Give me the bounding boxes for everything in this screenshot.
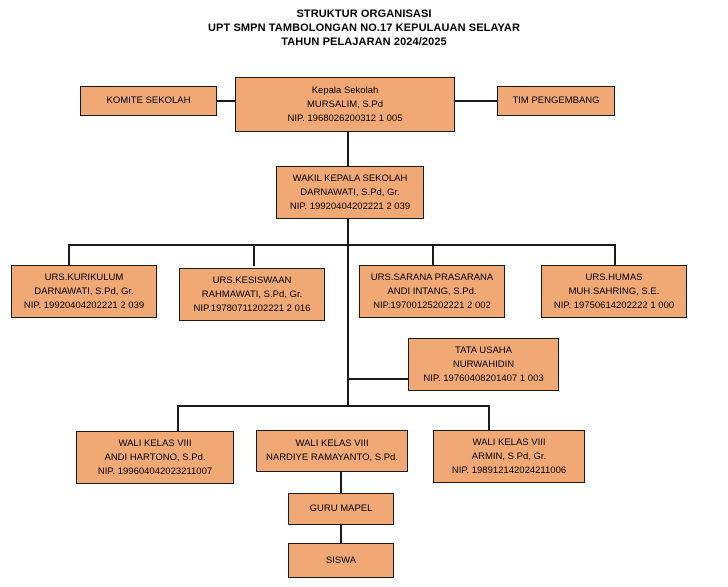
node-wali-kelas-2-line-1: WALI KELAS VIII <box>295 438 369 449</box>
node-tim-pengembang-line-1: TIM PENGEMBANG <box>512 95 600 106</box>
connector-drop-wali-1 <box>177 405 179 431</box>
node-wali-kelas-1-line-2: ANDI HARTONO, S.Pd. <box>104 451 206 463</box>
connector-drop-urs-kurikulum <box>68 244 70 266</box>
node-urs-kesiswaan[interactable]: URS.KESISWAAN RAHMAWATI, S.Pd, Gr. NIP.1… <box>179 268 325 321</box>
node-kepala-sekolah[interactable]: Kepala Sekolah MURSALIM, S.Pd NIP. 19680… <box>235 77 455 132</box>
connector-kepala-to-wakil <box>347 131 349 166</box>
node-urs-humas-line-2: MUH.SAHRING, S.E. <box>568 285 660 297</box>
node-wali-kelas-1-line-3: NIP. 199604042023211007 <box>97 465 213 477</box>
node-wakil-kepala-sekolah[interactable]: WAKIL KEPALA SEKOLAH DARNAWATI, S.Pd, Gr… <box>276 166 424 219</box>
connector-wali-to-guru-mapel <box>340 472 342 493</box>
chart-title: STRUKTUR ORGANISASI UPT SMPN TAMBOLONGAN… <box>0 7 728 49</box>
node-urs-kurikulum-line-2: DARNAWATI, S.Pd, Gr. <box>34 285 134 297</box>
node-urs-sarana-prasarana-line-3: NIP.19700125202221 2 002 <box>373 299 491 311</box>
connector-trunk-to-tata-usaha <box>347 378 408 380</box>
node-wali-kelas-1[interactable]: WALI KELAS VIII ANDI HARTONO, S.Pd. NIP.… <box>76 431 234 484</box>
connector-urs-bus <box>68 244 615 246</box>
connector-kepala-to-tim <box>454 100 498 102</box>
node-wali-kelas-2-line-2: NARDIYE RAMAYANTO, S.Pd. <box>266 452 398 463</box>
node-urs-kesiswaan-line-3: NIP.19780711202221 2 016 <box>193 302 311 314</box>
title-line-1: STRUKTUR ORGANISASI <box>296 8 432 20</box>
node-kepala-sekolah-line-1: Kepala Sekolah <box>311 84 379 96</box>
connector-drop-urs-humas <box>614 244 616 266</box>
connector-main-trunk <box>347 219 349 405</box>
node-urs-kesiswaan-line-2: RAHMAWATI, S.Pd, Gr. <box>201 288 303 300</box>
node-wali-kelas-2[interactable]: WALI KELAS VIII NARDIYE RAMAYANTO, S.Pd. <box>256 430 408 472</box>
node-wakil-kepala-sekolah-line-2: DARNAWATI, S.Pd, Gr. <box>300 186 400 198</box>
node-urs-kesiswaan-line-1: URS.KESISWAAN <box>212 274 292 286</box>
node-komite-sekolah[interactable]: KOMITE SEKOLAH <box>80 86 217 116</box>
node-kepala-sekolah-line-3: NIP. 1968026200312 1 005 <box>287 112 403 124</box>
node-urs-sarana-prasarana-line-1: URS.SARANA PRASARANA <box>370 271 494 283</box>
node-urs-kurikulum-line-3: NIP. 19920404202221 2 039 <box>23 299 145 311</box>
node-siswa-line-1: SISWA <box>325 554 357 566</box>
node-tata-usaha-line-3: NIP. 19760408201407 1 003 <box>423 372 544 384</box>
node-wali-kelas-3-line-1: WALI KELAS VIII <box>472 436 546 448</box>
node-urs-kurikulum-line-1: URS.KURIKULUM <box>44 271 124 283</box>
connector-guru-mapel-to-siswa <box>340 525 342 543</box>
node-urs-kurikulum[interactable]: URS.KURIKULUM DARNAWATI, S.Pd, Gr. NIP. … <box>11 265 157 318</box>
node-tata-usaha-line-2: NURWAHIDIN <box>452 358 515 370</box>
node-urs-humas[interactable]: URS.HUMAS MUH.SAHRING, S.E. NIP. 1975061… <box>541 265 687 318</box>
title-line-3: TAHUN PELAJARAN 2024/2025 <box>281 36 447 48</box>
node-guru-mapel[interactable]: GURU MAPEL <box>288 493 394 525</box>
node-guru-mapel-line-1: GURU MAPEL <box>309 503 373 514</box>
connector-drop-urs-sarana <box>432 244 434 266</box>
node-wali-kelas-1-line-1: WALI KELAS VIII <box>118 437 192 449</box>
node-wali-kelas-3-line-3: NIP. 198912142024211006 <box>451 464 567 476</box>
title-line-2: UPT SMPN TAMBOLONGAN NO.17 KEPULAUAN SEL… <box>207 22 521 34</box>
node-tata-usaha-line-1: TATA USAHA <box>454 344 512 356</box>
connector-wali-bus <box>177 405 489 407</box>
node-urs-humas-line-1: URS.HUMAS <box>585 271 643 283</box>
node-urs-sarana-prasarana[interactable]: URS.SARANA PRASARANA ANDI INTANG, S.Pd. … <box>359 265 505 318</box>
node-urs-sarana-prasarana-line-2: ANDI INTANG, S.Pd. <box>387 285 477 297</box>
node-siswa[interactable]: SISWA <box>288 543 394 578</box>
node-wali-kelas-3-line-2: ARMIN, S.Pd, Gr. <box>471 450 547 462</box>
node-wakil-kepala-sekolah-line-3: NIP. 19920404202221 2 039 <box>289 200 411 212</box>
node-wakil-kepala-sekolah-line-1: WAKIL KEPALA SEKOLAH <box>292 172 408 184</box>
node-kepala-sekolah-line-2: MURSALIM, S.Pd <box>306 98 384 110</box>
connector-drop-urs-kesiswaan <box>253 244 255 266</box>
node-urs-humas-line-3: NIP. 19750614202222 1 000 <box>553 299 675 311</box>
node-komite-sekolah-line-1: KOMITE SEKOLAH <box>106 95 191 106</box>
node-wali-kelas-3[interactable]: WALI KELAS VIII ARMIN, S.Pd, Gr. NIP. 19… <box>433 430 585 483</box>
node-tim-pengembang[interactable]: TIM PENGEMBANG <box>497 86 615 116</box>
connector-drop-wali-3 <box>488 405 490 431</box>
node-tata-usaha[interactable]: TATA USAHA NURWAHIDIN NIP. 1976040820140… <box>408 338 559 391</box>
connector-komite-to-kepala <box>216 100 236 102</box>
